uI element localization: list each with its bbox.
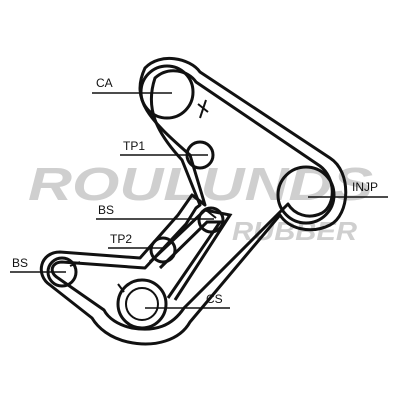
timing-mark-cs bbox=[117, 283, 125, 293]
pulley-cs-inner bbox=[125, 287, 159, 321]
pulley-tp2 bbox=[149, 236, 177, 264]
pulley-ca bbox=[139, 64, 195, 120]
label-ca: CA bbox=[96, 76, 113, 90]
label-bs-left: BS bbox=[12, 256, 28, 270]
timing-mark-bs-left bbox=[69, 261, 81, 267]
pulley-bs-upper bbox=[197, 206, 225, 234]
label-tp2: TP2 bbox=[110, 232, 132, 246]
timing-mark-ca-2 bbox=[199, 99, 207, 119]
label-injp: INJP bbox=[352, 180, 378, 194]
timing-belt-outer bbox=[39, 56, 348, 346]
label-tp1: TP1 bbox=[123, 139, 145, 153]
timing-mark-bs-upper bbox=[205, 209, 217, 219]
belt-segment-inner-loop bbox=[148, 208, 233, 301]
belt-segment-inner-loop-2 bbox=[158, 220, 223, 299]
pulley-injp bbox=[276, 165, 336, 225]
label-bs-upper: BS bbox=[98, 203, 114, 217]
pulley-cs-outer bbox=[116, 278, 168, 330]
label-cs: CS bbox=[206, 292, 223, 306]
